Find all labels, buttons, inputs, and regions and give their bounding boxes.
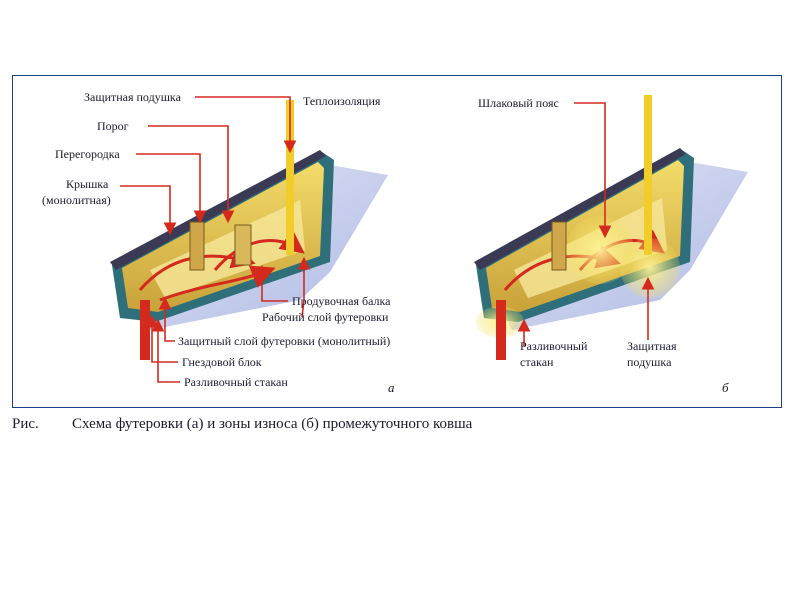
diagram-a: Защитная подушка Теплоизоляция Порог Пер…	[42, 90, 395, 395]
leader-cover	[120, 185, 177, 236]
inner-cavity-a	[150, 200, 305, 298]
label-partition: Перегородка	[55, 147, 120, 161]
label-blow-beam: Продувочная балка	[292, 294, 391, 308]
label-protective-cushion-b-line2: подушка	[627, 355, 672, 369]
label-working-layer: Рабочий слой футеровки	[262, 310, 389, 324]
label-slag-belt: Шлаковый пояс	[478, 96, 559, 110]
letter-a: a	[388, 380, 395, 395]
letter-b: б	[722, 380, 729, 395]
cover-band-a	[110, 150, 326, 270]
partition-block-b	[551, 221, 567, 271]
label-pouring-nozzle: Разливочный стакан	[184, 375, 288, 389]
leader-pouring-nozzle	[151, 318, 180, 383]
nozzle-a	[140, 300, 150, 360]
threshold-block-a	[234, 224, 252, 266]
leader-partition	[136, 153, 207, 224]
partition-block-a	[189, 221, 205, 271]
wear-zone-cushion	[620, 238, 680, 298]
insulation-rod-a	[286, 100, 294, 255]
nozzle-b	[496, 300, 506, 360]
label-pouring-nozzle-b-line1: Разливочный	[520, 339, 588, 353]
cover-band-b	[474, 148, 686, 270]
label-cover-line1: Крышка	[66, 177, 109, 191]
figure-caption: Схема футеровки (а) и зоны износа (б) пр…	[72, 416, 473, 432]
diagram-b: Шлаковый пояс Разливочный стакан Защитна…	[474, 95, 748, 395]
label-insulation: Теплоизоляция	[303, 94, 381, 108]
leader-nest-block	[145, 314, 178, 363]
insulation-rod-b	[644, 95, 652, 255]
label-cover-line2: (монолитная)	[42, 193, 111, 207]
leader-threshold	[148, 125, 235, 224]
leader-slag-belt	[574, 102, 612, 239]
leader-protective-layer	[158, 296, 175, 342]
label-protective-cushion-b-line1: Защитная	[627, 339, 677, 353]
label-nest-block: Гнездовой блок	[182, 355, 262, 369]
wear-zone-slag-belt	[566, 216, 634, 284]
label-threshold: Порог	[97, 119, 129, 133]
leader-protective-cushion	[195, 96, 297, 154]
label-pouring-nozzle-b-line2: стакан	[520, 355, 554, 369]
caption-prefix: Рис.	[12, 416, 39, 432]
leader-blow-beam	[255, 264, 288, 302]
leader-working-layer	[297, 256, 311, 318]
label-protective-layer: Защитный слой футеровки (монолитный)	[178, 334, 390, 348]
label-protective-cushion: Защитная подушка	[84, 90, 182, 104]
